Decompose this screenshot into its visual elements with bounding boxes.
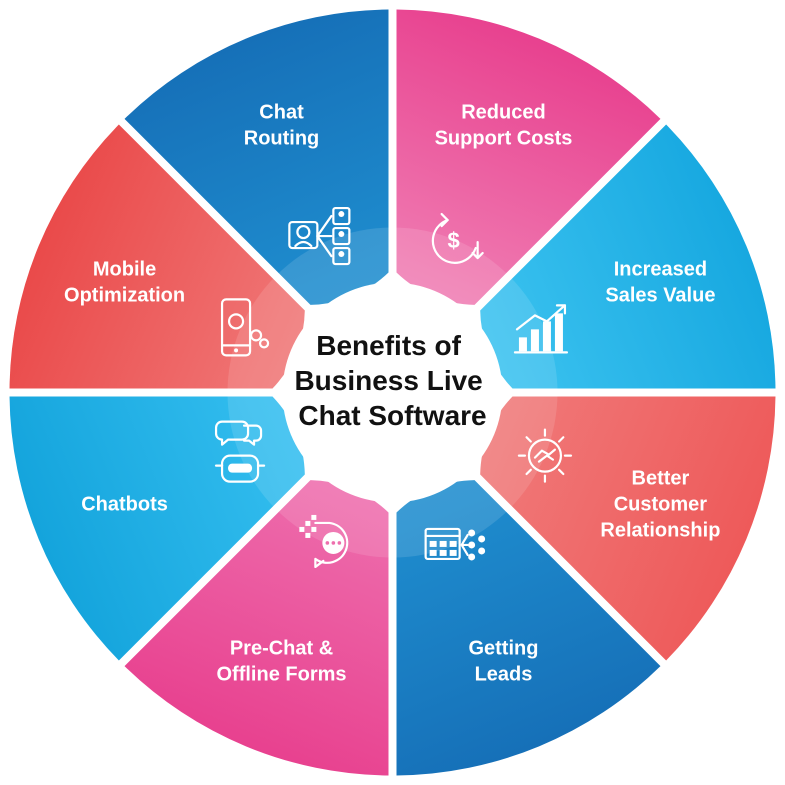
robot-chat-icon (214, 420, 266, 483)
label-chatbots: Chatbots (81, 493, 168, 515)
label-better-customer-relationship-line-3: Relationship (600, 519, 720, 541)
wheel-icons: $ (214, 206, 573, 569)
segment-pre-chat-offline-forms (124, 480, 389, 776)
svg-text:$: $ (448, 228, 460, 253)
segment-mobile-optimization (9, 124, 305, 389)
routing-agents-icon (288, 206, 351, 266)
label-chat-routing-line-1: Chat (259, 102, 304, 124)
label-getting-leads-line-2: Leads (475, 663, 533, 685)
label-better-customer-relationship-line-2: Customer (614, 493, 708, 515)
label-reduced-support-costs-line-2: Support Costs (435, 128, 573, 150)
segment-reduced-support-costs (396, 9, 661, 305)
label-better-customer-relationship-line-1: Better (632, 467, 690, 489)
center-disc (282, 282, 503, 503)
center-title-line-1: Benefits of (316, 330, 461, 361)
label-pre-chat-offline-forms: Pre-Chat & Offline Forms (217, 637, 347, 685)
chat-form-icon (299, 514, 349, 569)
segment-getting-leads (396, 480, 661, 776)
mobile-gears-icon (220, 298, 270, 357)
segment-increased-sales-value (480, 124, 776, 389)
label-mobile-optimization-line-1: Mobile (93, 259, 156, 281)
label-getting-leads-line-1: Getting (468, 637, 538, 659)
center-title-line-3: Chat Software (298, 400, 486, 431)
label-reduced-support-costs-line-1: Reduced (461, 102, 545, 124)
segment-chat-routing (124, 9, 389, 305)
label-increased-sales-value-line-1: Increased (614, 259, 707, 281)
leads-dashboard-icon (424, 527, 486, 561)
label-mobile-optimization-line-2: Optimization (64, 285, 185, 307)
label-pre-chat-offline-forms-line-1: Pre-Chat & (230, 637, 333, 659)
wheel-segments (9, 9, 776, 776)
dollar-refresh-icon: $ (431, 212, 484, 264)
handshake-gear-icon (517, 428, 573, 483)
label-chatbots-line-1: Chatbots (81, 493, 168, 515)
center-title: Benefits of Business Live Chat Software (294, 330, 490, 431)
center-title-line-2: Business Live (294, 365, 482, 396)
label-chat-routing-line-2: Routing (244, 128, 320, 150)
segment-better-customer-relationship (480, 396, 776, 661)
label-increased-sales-value-line-2: Sales Value (605, 285, 715, 307)
growth-chart-icon (513, 304, 569, 354)
label-pre-chat-offline-forms-line-2: Offline Forms (217, 663, 347, 685)
segment-chatbots (9, 396, 305, 661)
